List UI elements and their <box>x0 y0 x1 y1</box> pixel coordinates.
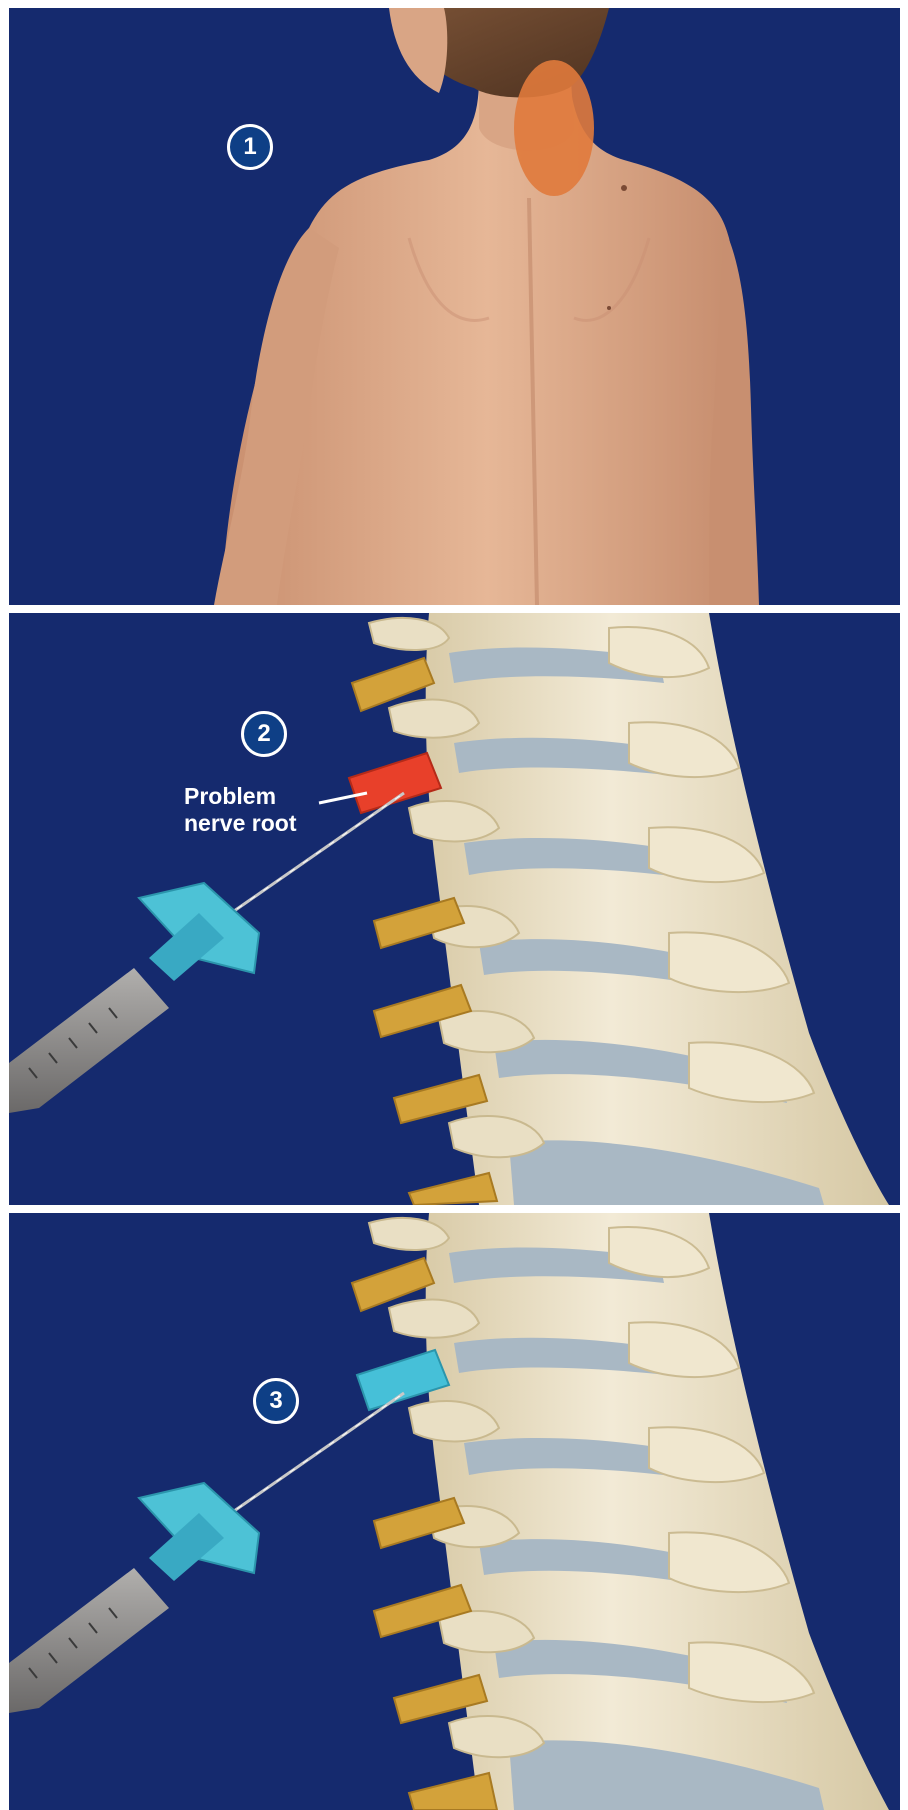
patient-back-illustration <box>9 8 900 605</box>
step-1-panel: 1 <box>9 8 900 605</box>
spine-treated-illustration <box>9 1213 900 1810</box>
callout-line-1: Problem <box>184 783 296 810</box>
step-2-badge: 2 <box>241 711 287 757</box>
step-3-panel: 3 <box>9 1213 900 1810</box>
step-1-badge: 1 <box>227 124 273 170</box>
step-3-badge: 3 <box>253 1378 299 1424</box>
syringe-barrel <box>9 1568 169 1713</box>
problem-nerve-root-label: Problem nerve root <box>184 783 296 837</box>
face-edge <box>389 8 447 93</box>
neck-pain-area <box>514 60 594 196</box>
spine-injection-illustration <box>9 613 900 1205</box>
step-2-panel: 2 Problem nerve root <box>9 613 900 1205</box>
callout-line-2: nerve root <box>184 810 296 837</box>
syringe-barrel <box>9 968 169 1113</box>
